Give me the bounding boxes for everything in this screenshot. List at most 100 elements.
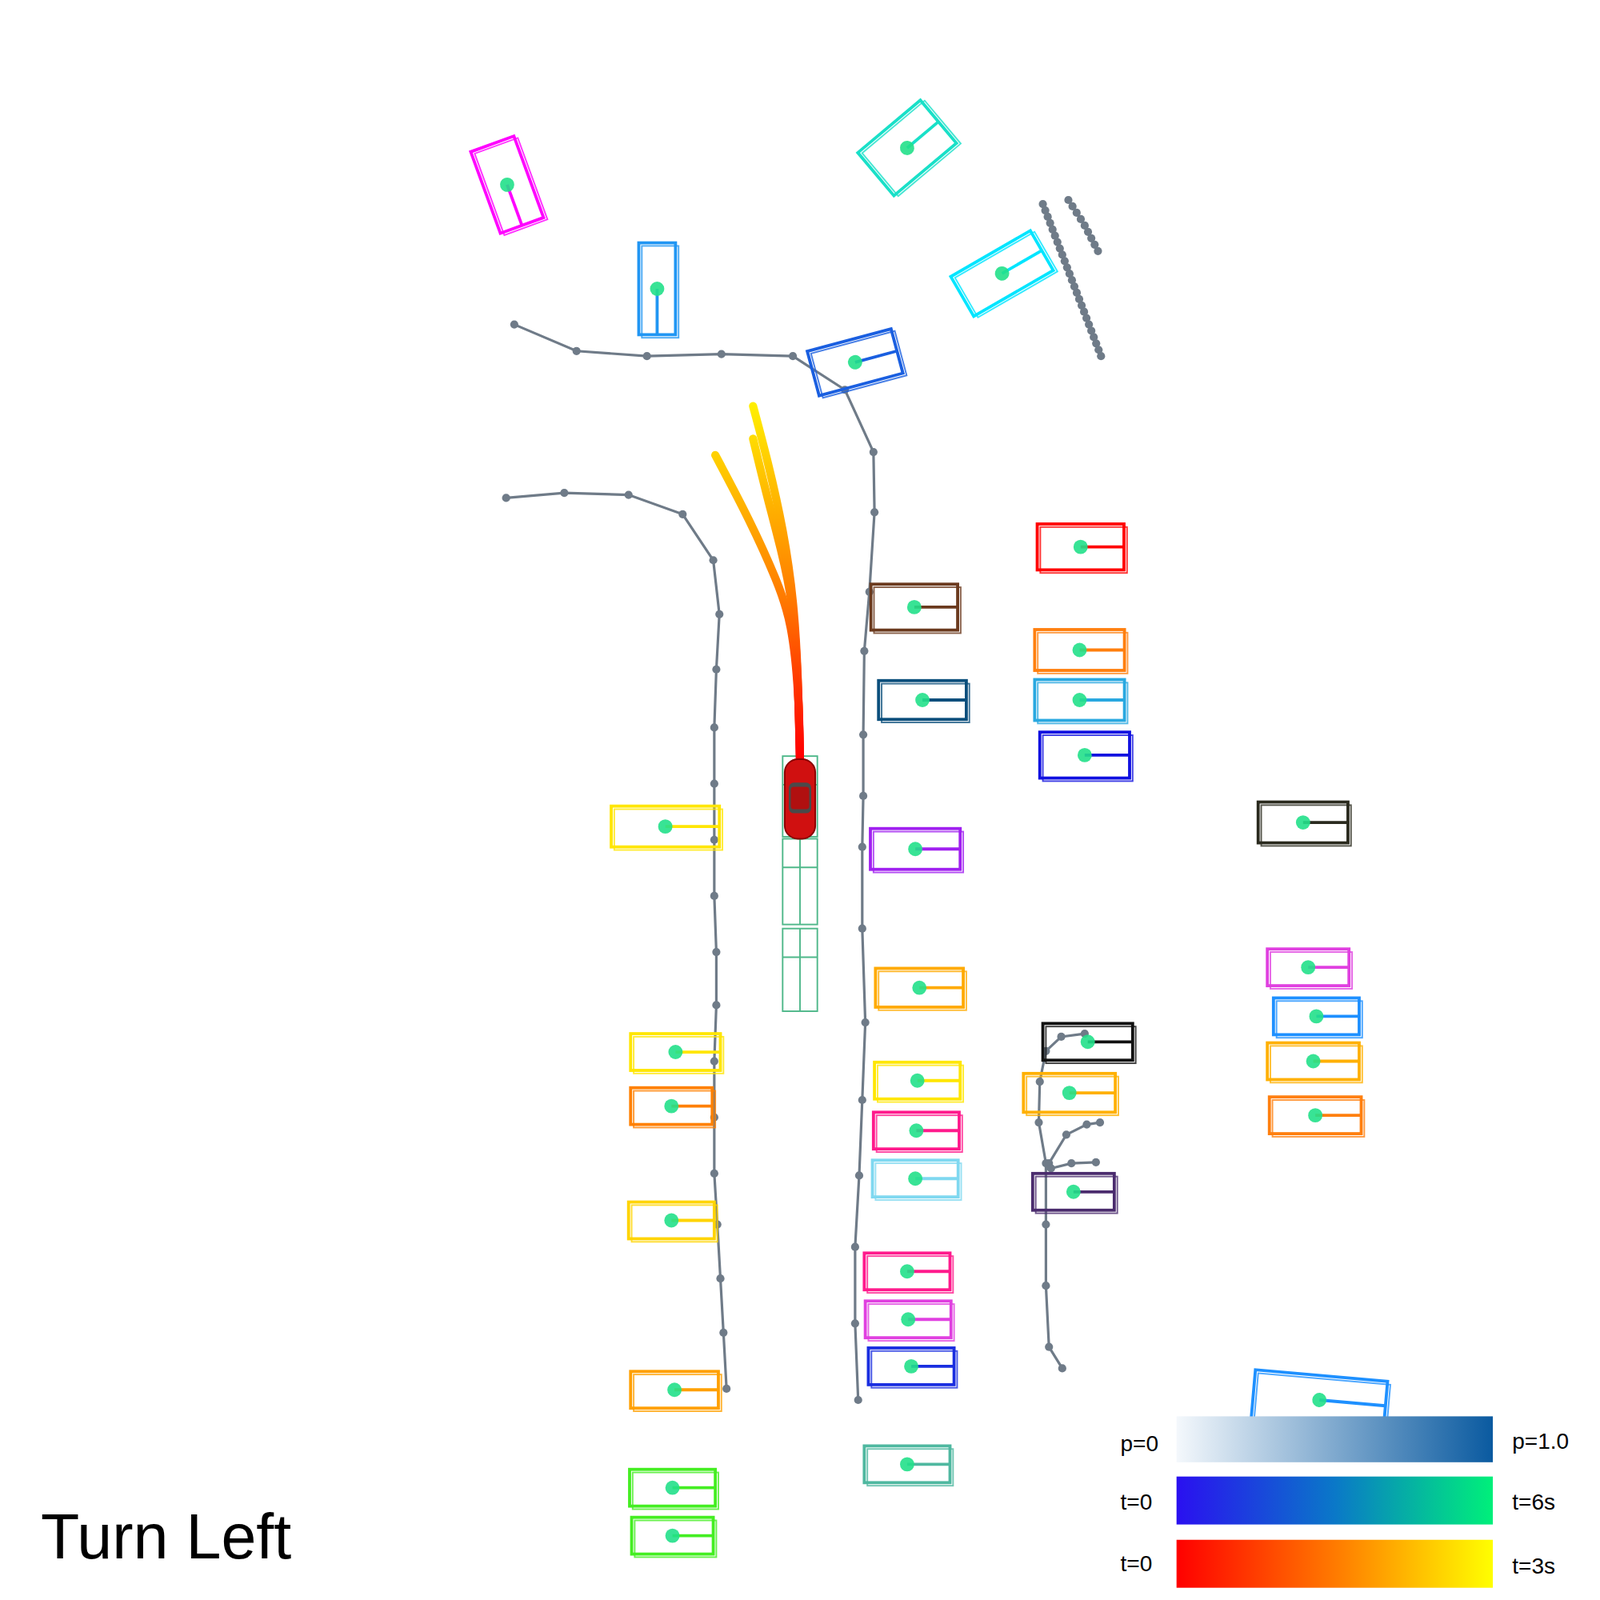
vehicle-box xyxy=(864,1445,953,1486)
vehicle-box xyxy=(872,1160,962,1200)
lane-point xyxy=(858,1096,867,1104)
lane-point xyxy=(1041,1220,1050,1229)
lane-line xyxy=(1038,1033,1084,1368)
vehicle-outline xyxy=(630,1033,720,1071)
vehicle-outline xyxy=(878,680,967,720)
vehicle-box xyxy=(629,1469,719,1510)
prediction-dot xyxy=(896,137,917,158)
vehicle-box xyxy=(1267,948,1352,989)
vehicle-box xyxy=(1043,1023,1136,1064)
lane-point xyxy=(710,1056,719,1065)
lane-point xyxy=(708,556,717,564)
vehicle-box xyxy=(870,828,964,873)
vehicle-box xyxy=(630,1088,716,1128)
vehicle-outline xyxy=(1037,524,1124,570)
vehicle-history-box xyxy=(867,1256,953,1293)
prediction-dot xyxy=(668,1044,683,1060)
vehicle-box xyxy=(874,1062,964,1103)
prediction-dot xyxy=(900,1312,916,1327)
prediction-dot xyxy=(497,175,516,194)
lane-point xyxy=(1058,1364,1067,1372)
ego-history-box xyxy=(782,838,817,924)
vehicle-history-box xyxy=(641,245,679,338)
prediction-dot xyxy=(915,692,930,708)
vehicle-box xyxy=(871,584,961,633)
vehicle-history-box xyxy=(1037,682,1128,724)
lane-point xyxy=(1034,1118,1043,1127)
ego-history-line xyxy=(782,866,817,868)
legend-label: t=0 xyxy=(1120,1491,1153,1514)
vehicle-outline xyxy=(950,230,1053,316)
lane-point xyxy=(860,647,868,656)
lane-point xyxy=(719,1328,728,1337)
ego-history-line xyxy=(799,928,801,1012)
vehicle-outline xyxy=(875,968,964,1007)
vehicle-history-box xyxy=(1276,1000,1363,1038)
legend-label: t=3s xyxy=(1512,1555,1556,1578)
lane-line xyxy=(1048,1122,1100,1164)
vehicle-outline xyxy=(1023,1073,1116,1112)
vehicle-outline xyxy=(1269,1096,1362,1134)
vehicle-outline xyxy=(1034,679,1124,720)
vehicle-outline xyxy=(864,1252,950,1290)
vehicle-history-box xyxy=(875,1163,961,1200)
vehicle-outline xyxy=(864,1445,950,1483)
vehicle-history-box xyxy=(1270,1045,1363,1083)
vehicle-history-box xyxy=(1045,1026,1136,1064)
prediction-dot xyxy=(667,1382,682,1397)
vehicle-outline xyxy=(1040,732,1130,778)
lane-point xyxy=(712,948,720,956)
vehicle-box xyxy=(868,1348,957,1388)
lane-point xyxy=(502,493,511,502)
prediction-dot xyxy=(1073,540,1088,555)
vehicle-box xyxy=(807,328,907,399)
vehicle-history-box xyxy=(873,587,960,633)
vehicle-outline xyxy=(1043,1023,1133,1060)
vehicle-outline xyxy=(865,1300,952,1338)
vehicle-history-box xyxy=(877,1065,964,1103)
prediction-dot xyxy=(650,281,665,296)
lane-point xyxy=(1044,1343,1053,1352)
lane-point xyxy=(1067,1159,1076,1168)
lane-point xyxy=(1096,352,1105,360)
vehicle-box xyxy=(873,1112,963,1152)
vehicle-outline xyxy=(807,328,904,396)
vehicle-box xyxy=(878,680,970,723)
vehicle-box xyxy=(632,1517,717,1558)
lane-point xyxy=(1036,1077,1044,1086)
vehicle-history-box xyxy=(871,1351,957,1388)
vehicle-box xyxy=(470,135,548,236)
vehicle-history-box xyxy=(1026,1076,1119,1116)
lane-point xyxy=(1062,1130,1071,1139)
vehicle-box xyxy=(950,228,1057,319)
vehicle-outline xyxy=(873,1112,960,1149)
legend-label: t=0 xyxy=(1120,1552,1153,1576)
legend-label: p=1.0 xyxy=(1512,1430,1569,1453)
heading-line xyxy=(665,824,720,828)
ego-car xyxy=(784,759,816,839)
prediction-dot xyxy=(664,1213,679,1228)
vehicle-box xyxy=(857,98,961,199)
ego-history-box xyxy=(782,928,817,1012)
heading-line xyxy=(1319,1400,1386,1406)
vehicle-outline xyxy=(1032,1173,1115,1211)
vehicle-history-box xyxy=(868,1304,954,1341)
prediction-dot xyxy=(912,980,927,996)
vehicle-box xyxy=(628,1202,718,1243)
vehicle-history-box xyxy=(632,1472,719,1510)
prediction-dot xyxy=(900,1456,915,1472)
lane-line xyxy=(506,492,728,1389)
legend-label: t=6s xyxy=(1512,1491,1556,1514)
prediction-dot xyxy=(1308,1108,1323,1123)
vehicle-history-box xyxy=(878,971,967,1010)
planned-trajectory xyxy=(715,455,800,760)
lane-point xyxy=(712,665,720,674)
prediction-dot xyxy=(1296,815,1311,830)
lane-point xyxy=(858,843,867,852)
planned-trajectory xyxy=(752,406,800,761)
vehicle-box xyxy=(1258,802,1352,847)
vehicle-box xyxy=(1273,997,1363,1038)
vehicle-box xyxy=(1023,1073,1119,1116)
vehicle-outline xyxy=(1267,1043,1360,1080)
probability-bar xyxy=(1176,1416,1493,1462)
